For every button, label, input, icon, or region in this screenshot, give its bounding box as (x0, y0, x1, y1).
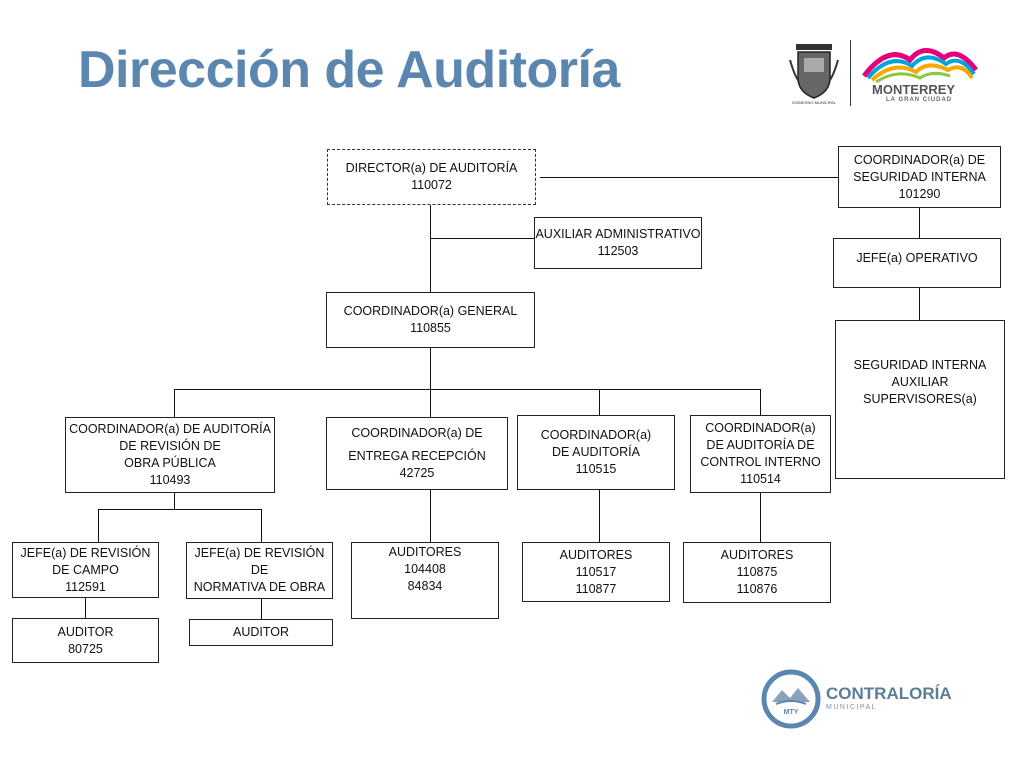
contraloria-logo: MTY CONTRALORÍA MUNICIPAL (760, 668, 970, 730)
shield-caption: GOBIERNO MUNICIPAL (792, 100, 837, 105)
box-code: 110514 (740, 472, 781, 486)
monterrey-logo: MONTERREY LA GRAN CIUDAD (858, 40, 982, 106)
box-code: 84834 (407, 579, 443, 593)
auditor-normativa-box: AUDITOR (189, 619, 333, 646)
connector (174, 389, 760, 390)
connector (430, 347, 431, 389)
box-title: ENTREGA RECEPCIÓN (348, 449, 486, 463)
connector (760, 389, 761, 415)
contraloria-emblem-icon: MTY (761, 669, 821, 729)
jefe-operativo-box: JEFE(a) OPERATIVO (833, 238, 1001, 288)
coord-entrega-box: COORDINADOR(a) DE ENTREGA RECEPCIÓN 4272… (326, 417, 508, 490)
box-code: 112503 (597, 244, 639, 258)
box-title: OBRA PÚBLICA (124, 456, 216, 470)
box-title: AUDITORES (720, 548, 794, 562)
box-code: 112591 (65, 579, 106, 594)
connector (919, 288, 920, 320)
connector (919, 207, 920, 238)
jefe-campo-box: JEFE(a) DE REVISIÓN DE CAMPO 112591 (12, 542, 159, 598)
box-title: COORDINADOR(a) DE AUDITORÍA (69, 422, 271, 436)
connector (174, 493, 175, 509)
connector (430, 204, 431, 292)
box-title: DIRECTOR(a) DE AUDITORÍA (345, 161, 518, 175)
director-box: DIRECTOR(a) DE AUDITORÍA 110072 (327, 149, 536, 205)
coord-control-interno-box: COORDINADOR(a) DE AUDITORÍA DE CONTROL I… (690, 415, 831, 493)
box-title: CONTROL INTERNO (700, 455, 821, 469)
connector (85, 598, 86, 618)
box-code: 110877 (575, 581, 617, 596)
connector (430, 238, 534, 239)
box-title: DE AUDITORÍA DE (706, 438, 815, 452)
auditores-auditoria-box: AUDITORES 110517 110877 (522, 542, 670, 602)
connector (261, 599, 262, 619)
box-code: 42725 (399, 466, 435, 480)
box-title: AUXILIAR (891, 375, 949, 389)
shield-icon: GOBIERNO MUNICIPAL (789, 44, 839, 105)
box-code: 110876 (736, 582, 778, 596)
box-title: JEFE(a) OPERATIVO (856, 250, 978, 265)
box-title: AUDITORES (388, 545, 462, 559)
box-code: 110855 (410, 321, 451, 335)
box-code: 110072 (411, 178, 452, 192)
jefe-normativa-box: JEFE(a) DE REVISIÓN DE NORMATIVA DE OBRA (186, 542, 333, 599)
box-title: COORDINADOR(a) (540, 428, 652, 442)
monterrey-wordmark: MONTERREY (872, 82, 956, 97)
auditor-campo-box: AUDITOR 80725 (12, 618, 159, 663)
coord-general-box: COORDINADOR(a) GENERAL 110855 (326, 292, 535, 348)
coord-seguridad-box: COORDINADOR(a) DE SEGURIDAD INTERNA 1012… (838, 146, 1001, 208)
monterrey-mountains-icon (862, 48, 978, 84)
box-title: SEGURIDAD INTERNA (853, 169, 986, 184)
connector (599, 389, 600, 415)
auditores-control-box: AUDITORES 110875 110876 (683, 542, 831, 603)
monterrey-tagline: LA GRAN CIUDAD (886, 97, 953, 103)
seguridad-interna-box: SEGURIDAD INTERNA AUXILIAR SUPERVISORES(… (835, 320, 1005, 479)
box-title: JEFE(a) DE REVISIÓN DE (194, 546, 325, 577)
contraloria-tagline: MUNICIPAL (826, 704, 878, 711)
box-code: 110517 (575, 564, 617, 579)
connector (174, 389, 175, 417)
connector (430, 490, 431, 542)
box-code: 104408 (404, 562, 446, 576)
box-title: COORDINADOR(a) DE (351, 426, 483, 440)
connector (98, 509, 261, 510)
box-title: AUDITOR (232, 625, 290, 639)
box-code: 110875 (736, 565, 778, 579)
connector (540, 177, 838, 178)
box-title: DE CAMPO (52, 562, 119, 577)
contraloria-wordmark: CONTRALORÍA (826, 684, 952, 703)
connector (261, 509, 262, 542)
box-title: JEFE(a) DE REVISIÓN (20, 545, 151, 560)
box-title: SEGURIDAD INTERNA (853, 358, 987, 372)
logo-divider (850, 40, 851, 106)
box-title: AUDITOR (57, 624, 114, 639)
box-title: NORMATIVA DE OBRA (193, 580, 326, 594)
coord-auditoria-box: COORDINADOR(a) DE AUDITORÍA 110515 (517, 415, 675, 490)
aux-admin-box: AUXILIAR ADMINISTRATIVO 112503 (534, 217, 702, 269)
box-code: 101290 (898, 186, 941, 201)
box-title: COORDINADOR(a) GENERAL (343, 304, 518, 318)
box-title: COORDINADOR(a) (705, 421, 816, 435)
box-code: 110515 (575, 462, 617, 476)
gobierno-municipal-logo: GOBIERNO MUNICIPAL (786, 40, 842, 106)
coord-obra-publica-box: COORDINADOR(a) DE AUDITORÍA DE REVISIÓN … (65, 417, 275, 493)
box-title: SUPERVISORES(a) (863, 392, 977, 406)
box-title: DE AUDITORÍA (552, 445, 640, 459)
box-title: AUDITORES (559, 547, 633, 562)
box-title: DE REVISIÓN DE (119, 439, 221, 453)
box-code: 110493 (149, 473, 191, 487)
connector (98, 509, 99, 542)
auditores-entrega-box: AUDITORES 104408 84834 (351, 542, 499, 619)
box-title: AUXILIAR ADMINISTRATIVO (535, 227, 701, 241)
connector (599, 490, 600, 542)
connector (760, 493, 761, 542)
box-title: COORDINADOR(a) DE (853, 152, 986, 167)
connector (430, 389, 431, 417)
page-title: Dirección de Auditoría (78, 41, 620, 99)
mty-label: MTY (784, 709, 799, 716)
box-code: 80725 (68, 641, 103, 656)
